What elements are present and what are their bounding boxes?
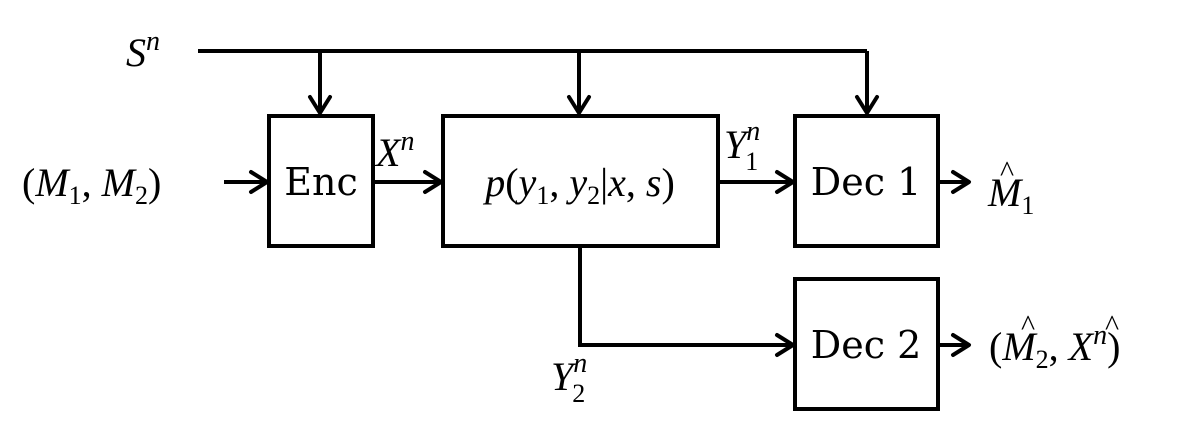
decoded1-label: M1 — [987, 170, 1034, 220]
decoder2-output-arrowhead — [951, 333, 971, 357]
decoded2-label: (M2, Xn) — [989, 320, 1120, 374]
messages-input-label: (M1, M2) — [22, 160, 161, 210]
state-to-channel-arrowhead — [567, 95, 591, 115]
state-to-encoder-arrowhead — [308, 95, 332, 115]
decoder1-output-arrowhead — [951, 170, 971, 194]
decoder1-label: Dec 1 — [811, 160, 922, 204]
state-signal-label: Sn — [126, 26, 160, 75]
channel-label: p(y1, y2|x, s) — [482, 160, 675, 210]
channel-input-label: Xn — [374, 126, 414, 175]
decoded2-x-hat-accent: ^ — [1105, 309, 1119, 342]
decoder2-box — [793, 277, 940, 411]
decoded1-hat-accent: ^ — [1000, 155, 1014, 188]
decoded2-m-hat-accent: ^ — [1021, 309, 1035, 342]
state-to-decoder1-arrowhead — [855, 95, 879, 115]
channel-to-decoder2-line — [578, 246, 790, 347]
channel-box — [441, 114, 720, 248]
decoder1-box — [793, 114, 940, 248]
encoder-label: Enc — [284, 160, 358, 204]
encoder-box — [267, 114, 375, 248]
decoder2-label: Dec 2 — [811, 323, 922, 367]
